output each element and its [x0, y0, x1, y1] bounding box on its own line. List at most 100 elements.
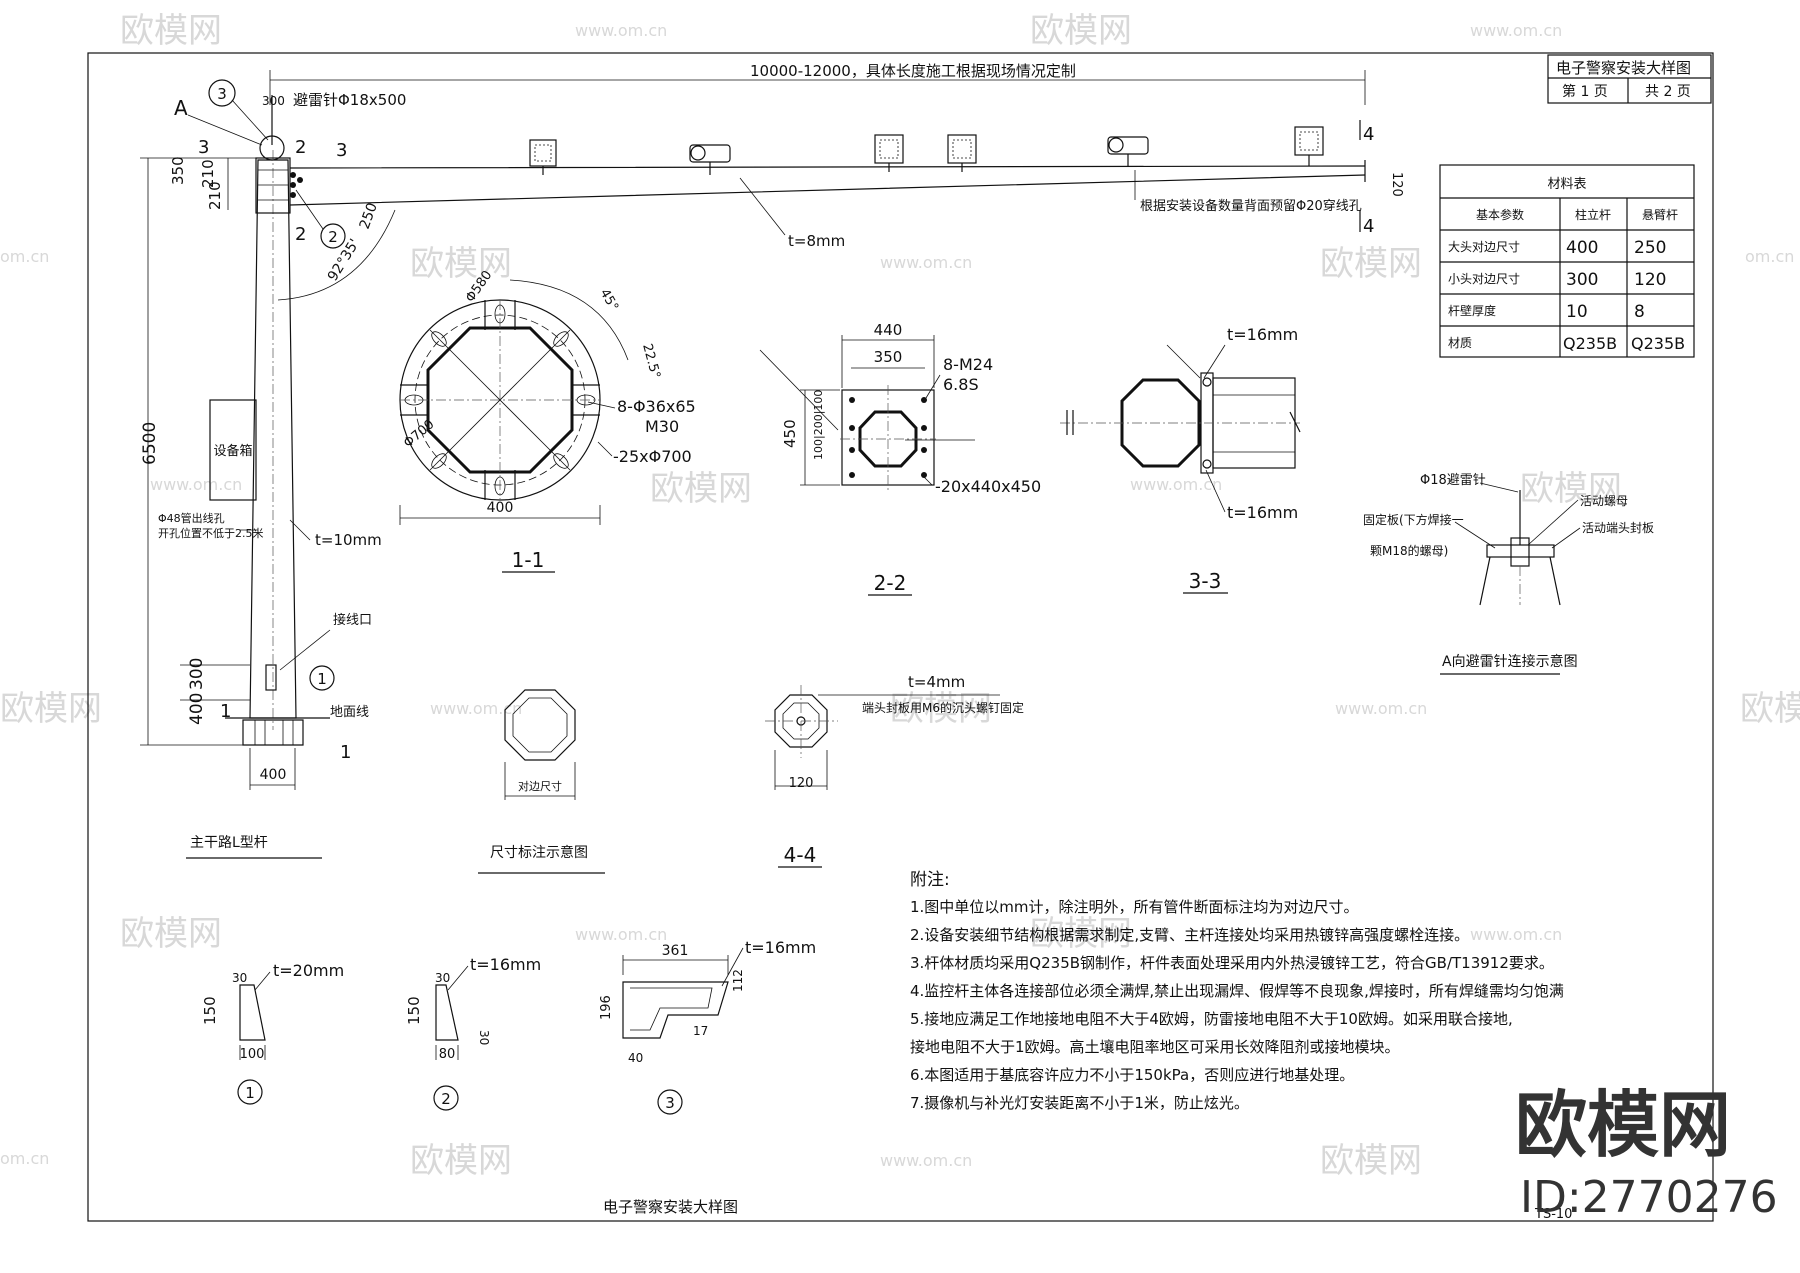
camera-icon — [689, 144, 731, 175]
watermark-brand: 欧模网 — [120, 914, 222, 954]
watermark-site: www.om.cn — [150, 475, 242, 494]
table-cell: 120 — [1634, 270, 1666, 290]
detail-caption: A向避雷针连接示意图 — [1442, 653, 1578, 670]
cantilever-arm — [289, 165, 1366, 206]
callout-number: 2 — [441, 1090, 451, 1108]
bracket-thickness: t=16mm — [745, 938, 816, 957]
bracket-width: 361 — [662, 943, 689, 959]
fill-light — [947, 134, 977, 172]
rib-thickness: t=20mm — [273, 961, 344, 980]
octagon-pole-section — [1120, 378, 1201, 468]
fill-light — [1294, 126, 1324, 166]
fill-light — [874, 134, 904, 172]
table-cell: 10 — [1566, 302, 1588, 322]
watermark-site: www.om.cn — [575, 21, 667, 40]
watermark-site: om.cn — [0, 1149, 49, 1168]
section-3-3: t=16mm t=16mm 3-3 — [1060, 325, 1301, 594]
section-mark: 1 — [340, 742, 351, 763]
model-id: ID:2770276 — [1520, 1172, 1778, 1223]
angle-22-5: 22.5° — [639, 342, 663, 380]
watermark-site: om.cn — [0, 247, 49, 266]
note-line: 3.杆体材质均采用Q235B钢制作，杆件表面处理采用内外热浸镀锌工艺，符合GB/… — [910, 954, 1554, 972]
callout-circle — [433, 1085, 459, 1111]
nut-label: 活动螺母 — [1580, 494, 1628, 508]
bolt-spec: 8-M24 — [943, 355, 993, 374]
dim-210: 210 — [206, 181, 224, 210]
note-line: 接地电阻不大于1欧姆。高土壤电阻率地区可采用长效降阻剂或接地模块。 — [910, 1038, 1400, 1056]
arm-holes-note: 根据安装设备数量背面预留Φ20穿线孔 — [1140, 198, 1362, 214]
plate-thickness: t=16mm — [1227, 325, 1298, 344]
table-header: 悬臂杆 — [1642, 208, 1678, 222]
bracket-plate — [622, 981, 729, 1039]
watermark-brand: 欧模网 — [650, 469, 752, 509]
rib-height: 150 — [201, 996, 219, 1025]
dim-300: 300 — [187, 658, 207, 690]
watermark-brand: 欧模网 — [410, 244, 512, 284]
view-label-a: A — [174, 96, 188, 120]
section-1-1: Φ580 45° 22.5° 8-Φ36x65 M30 Φ700 -25xΦ70… — [399, 268, 696, 573]
brand-logo: 欧模网 — [1515, 1083, 1731, 1167]
table-cell: 250 — [1634, 238, 1666, 258]
watermark-brand: 欧模网 — [1520, 469, 1622, 509]
dim-210: 210 — [199, 159, 217, 188]
material-table: 材料表 基本参数 柱立杆 悬臂杆 大头对边尺寸 400 250 小头对边尺寸 3… — [1439, 164, 1695, 358]
pole-elevation: 10000-12000，具体长度施工根据现场情况定制 避雷针Φ18x500 30… — [140, 62, 1404, 859]
end-plate-note: 端头封板用M6的沉头螺钉固定 — [862, 700, 1024, 715]
rib-height: 150 — [405, 996, 423, 1025]
cable-hole-note: 开孔位置不低于2.5米 — [158, 526, 264, 540]
bracket-small: 17 — [693, 1024, 708, 1038]
elevation-caption: 主干路L型杆 — [190, 835, 268, 851]
callout-number: 1 — [317, 670, 327, 688]
section-caption: 1-1 — [512, 548, 545, 572]
footer-caption: 电子警察安装大样图 — [603, 1198, 738, 1216]
octagon-section — [504, 689, 576, 761]
cap-label: 活动端头封板 — [1582, 521, 1654, 535]
flange-bolts — [849, 397, 927, 478]
dimension-note-caption: 尺寸标注示意图 — [490, 844, 588, 861]
callout-circle — [309, 665, 335, 691]
arm-dim-120: 120 — [1389, 172, 1404, 197]
watermark-brand: 欧模网 — [1320, 244, 1422, 284]
table-cell: 材质 — [1448, 336, 1472, 350]
cable-hole-note: Φ48管出线孔 — [158, 511, 225, 525]
page-total: 共 2 页 — [1645, 84, 1691, 100]
rib-top: 30 — [232, 971, 247, 985]
watermark-site: www.om.cn — [430, 699, 522, 718]
table-cell: Q235B — [1631, 334, 1685, 353]
callout-number: 2 — [328, 228, 338, 246]
bracket-right: 112 — [731, 969, 745, 992]
dim-6500: 6500 — [140, 422, 160, 465]
bolt-grade: M30 — [645, 417, 679, 436]
junction-port — [265, 664, 277, 691]
table-cell: 大头对边尺寸 — [1448, 240, 1520, 254]
width-440: 440 — [874, 321, 903, 339]
flange-joint — [255, 157, 291, 214]
watermark-site: www.om.cn — [1130, 475, 1222, 494]
section-mark: 3 — [198, 137, 209, 158]
equipment-box-label: 设备箱 — [213, 443, 252, 459]
pole-base — [242, 719, 304, 746]
rod-dim-300: 300 — [262, 94, 285, 108]
title-block: 电子警察安装大样图 第 1 页 共 2 页 — [1547, 54, 1712, 104]
across-flats-label: 对边尺寸 — [518, 779, 562, 793]
stiffener-rib — [435, 984, 459, 1041]
note-line: 7.摄像机与补光灯安装距离不小于1米，防止炫光。 — [910, 1094, 1249, 1112]
plate-spec: -25xΦ700 — [613, 447, 692, 466]
note-line: 4.监控杆主体各连接部位必须全满焊,禁止出现漏焊、假焊等不良现象,焊接时，所有焊… — [910, 982, 1564, 1000]
section-mark: 4 — [1363, 216, 1374, 237]
section-caption: 4-4 — [784, 843, 817, 867]
equipment-box — [209, 399, 257, 501]
fill-light — [529, 139, 557, 175]
ground-label: 地面线 — [330, 705, 369, 720]
watermark-site: www.om.cn — [880, 1151, 972, 1170]
watermark-brand: 欧模网 — [1320, 1141, 1422, 1181]
rib-thickness: t=16mm — [470, 955, 541, 974]
watermark-layer: 欧模网 www.om.cn 欧模网 www.om.cn om.cn 欧模网 ww… — [0, 11, 1800, 1181]
rib-width: 100 — [240, 1047, 265, 1062]
fixing-plate — [1486, 544, 1555, 558]
watermark-site: www.om.cn — [880, 253, 972, 272]
width-400: 400 — [487, 500, 514, 516]
base-width: 400 — [260, 767, 287, 783]
rib-detail-1: t=20mm 30 150 100 1 — [201, 961, 344, 1105]
